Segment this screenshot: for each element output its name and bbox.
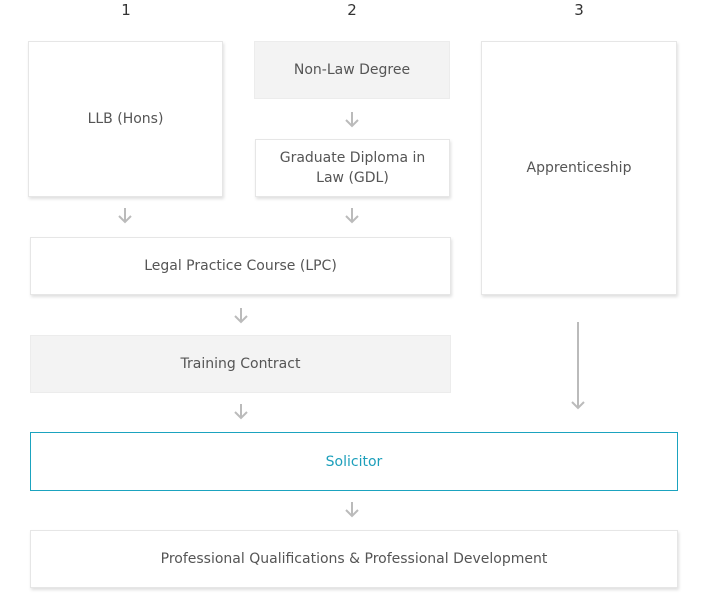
column-number-2: 2 <box>347 1 357 19</box>
arrow-down-icon <box>345 208 359 224</box>
step-professional-development: Professional Qualifications & Profession… <box>30 530 678 588</box>
step-lpc: Legal Practice Course (LPC) <box>30 237 451 295</box>
long-arrow-down-icon <box>571 322 585 410</box>
step-gdl: Graduate Diploma in Law (GDL) <box>255 139 450 197</box>
arrow-down-icon <box>234 308 248 324</box>
step-non-law-degree: Non-Law Degree <box>254 41 450 99</box>
step-llb: LLB (Hons) <box>28 41 223 197</box>
step-solicitor: Solicitor <box>30 432 678 491</box>
step-training-contract: Training Contract <box>30 335 451 393</box>
column-number-3: 3 <box>574 1 584 19</box>
step-apprenticeship: Apprenticeship <box>481 41 677 295</box>
arrow-down-icon <box>234 404 248 420</box>
column-number-1: 1 <box>121 1 131 19</box>
arrow-down-icon <box>345 502 359 518</box>
arrow-down-icon <box>345 112 359 128</box>
arrow-down-icon <box>118 208 132 224</box>
